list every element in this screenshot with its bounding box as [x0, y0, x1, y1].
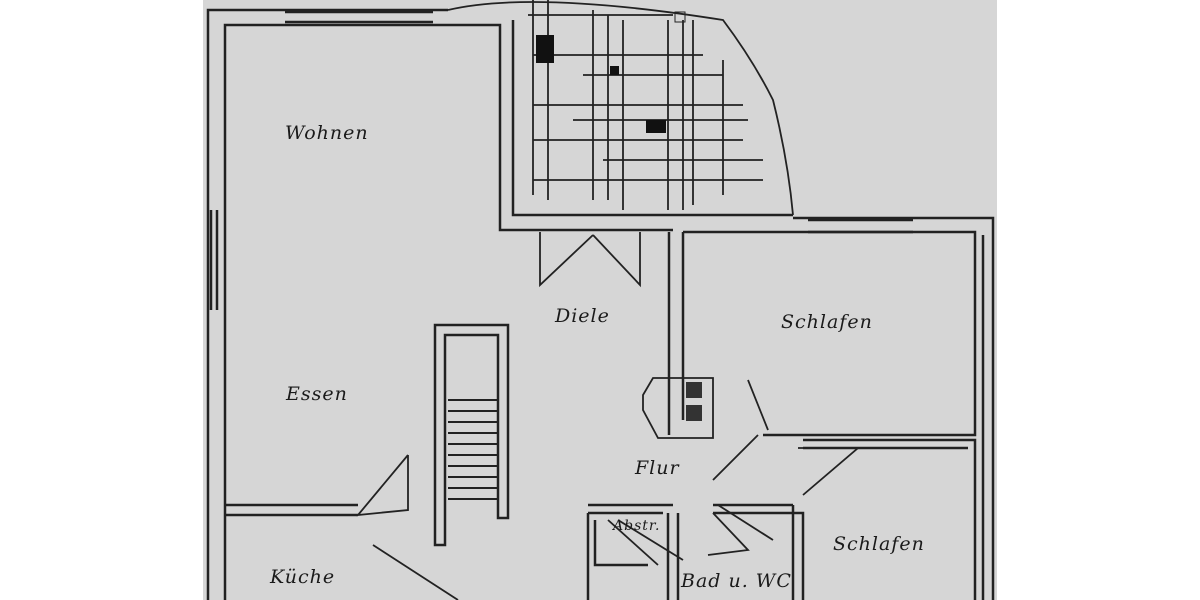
- room-label-schlafen-1: Schlafen: [781, 311, 873, 333]
- room-label-wohnen: Wohnen: [285, 122, 369, 144]
- room-label-essen: Essen: [286, 383, 348, 405]
- room-label-abstellraum: Abstr.: [613, 518, 661, 534]
- room-label-kueche: Küche: [270, 566, 336, 588]
- staircase: [433, 323, 510, 547]
- chimney: [642, 377, 714, 439]
- walls: [206, 8, 995, 600]
- room-label-diele: Diele: [555, 305, 610, 327]
- glass-block-grid: [447, 0, 794, 216]
- floor-plan-drawing: [206, 0, 995, 600]
- doors: [355, 232, 861, 600]
- room-label-bad-wc: Bad u. WC: [681, 570, 792, 592]
- room-label-flur: Flur: [635, 457, 680, 479]
- room-label-schlafen-2: Schlafen: [833, 533, 925, 555]
- floor-plan: Wohnen Diele Schlafen Essen Flur Schlafe…: [203, 0, 997, 600]
